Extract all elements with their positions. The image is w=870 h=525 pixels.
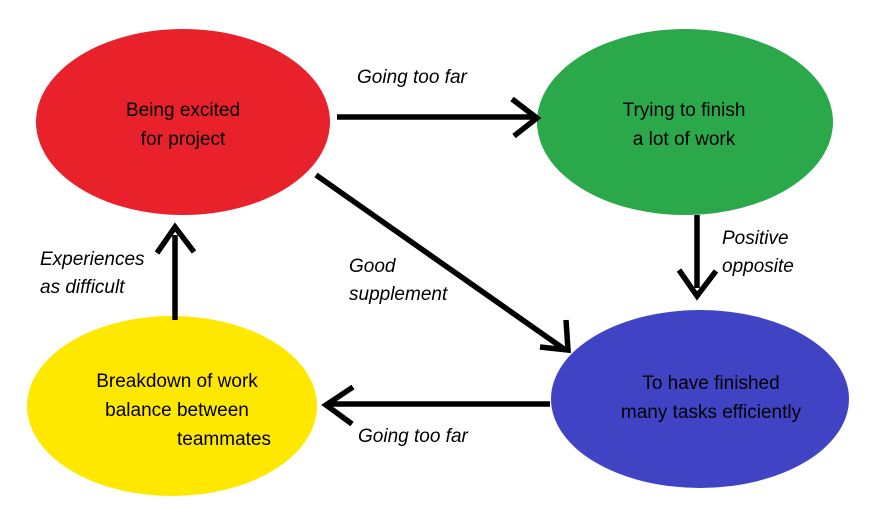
- edge-green-to-blue-label-line2: opposite: [722, 256, 794, 277]
- node-blue-label-line2: many tasks efficiently: [621, 402, 802, 423]
- edge-red-to-blue-line: [314, 172, 566, 352]
- node-yellow-label-line1: Breakdown of work: [96, 371, 258, 392]
- edge-blue-to-yellow-arrowhead: [321, 384, 355, 427]
- edge-yellow-to-red[interactable]: Experiences as difficult: [40, 222, 197, 320]
- node-red[interactable]: Being excited for project: [36, 29, 330, 215]
- node-yellow-label-line3: teammates: [177, 429, 271, 450]
- edge-green-to-blue[interactable]: Positive opposite: [676, 215, 794, 301]
- edge-yellow-to-red-arrowhead: [154, 222, 197, 255]
- edge-red-to-green[interactable]: Going too far: [337, 67, 542, 139]
- node-green-shape[interactable]: [537, 29, 833, 215]
- node-green-label-line1: Trying to finish: [623, 100, 746, 121]
- node-green[interactable]: Trying to finish a lot of work: [537, 29, 833, 215]
- node-blue-shape[interactable]: [551, 310, 849, 488]
- edge-green-to-blue-label-line1: Positive: [722, 228, 789, 249]
- node-blue-label-line1: To have finished: [642, 373, 779, 394]
- edge-green-to-blue-arrowhead: [676, 268, 719, 301]
- node-yellow-label-line2: balance between: [105, 400, 249, 421]
- node-red-label-line2: for project: [141, 129, 226, 150]
- edge-red-to-blue[interactable]: Good supplement: [314, 172, 571, 354]
- edge-blue-to-yellow[interactable]: Going too far: [321, 384, 550, 447]
- node-blue[interactable]: To have finished many tasks efficiently: [551, 310, 849, 488]
- edge-yellow-to-red-label-line1: Experiences: [40, 249, 145, 270]
- node-red-label-line1: Being excited: [126, 100, 240, 121]
- edge-red-to-green-label: Going too far: [357, 67, 468, 88]
- node-yellow-shape[interactable]: [27, 316, 317, 496]
- edge-red-to-blue-arrowhead: [539, 319, 571, 354]
- edge-blue-to-yellow-label: Going too far: [358, 426, 469, 447]
- node-red-shape[interactable]: [36, 29, 330, 215]
- edge-red-to-blue-label-line1: Good: [349, 256, 397, 277]
- edge-red-to-blue-label-line2: supplement: [349, 284, 448, 305]
- node-yellow[interactable]: Breakdown of work balance between teamma…: [27, 316, 317, 496]
- edge-red-to-green-arrowhead: [510, 96, 542, 139]
- node-green-label-line2: a lot of work: [633, 129, 736, 150]
- edge-yellow-to-red-label-line2: as difficult: [40, 277, 125, 298]
